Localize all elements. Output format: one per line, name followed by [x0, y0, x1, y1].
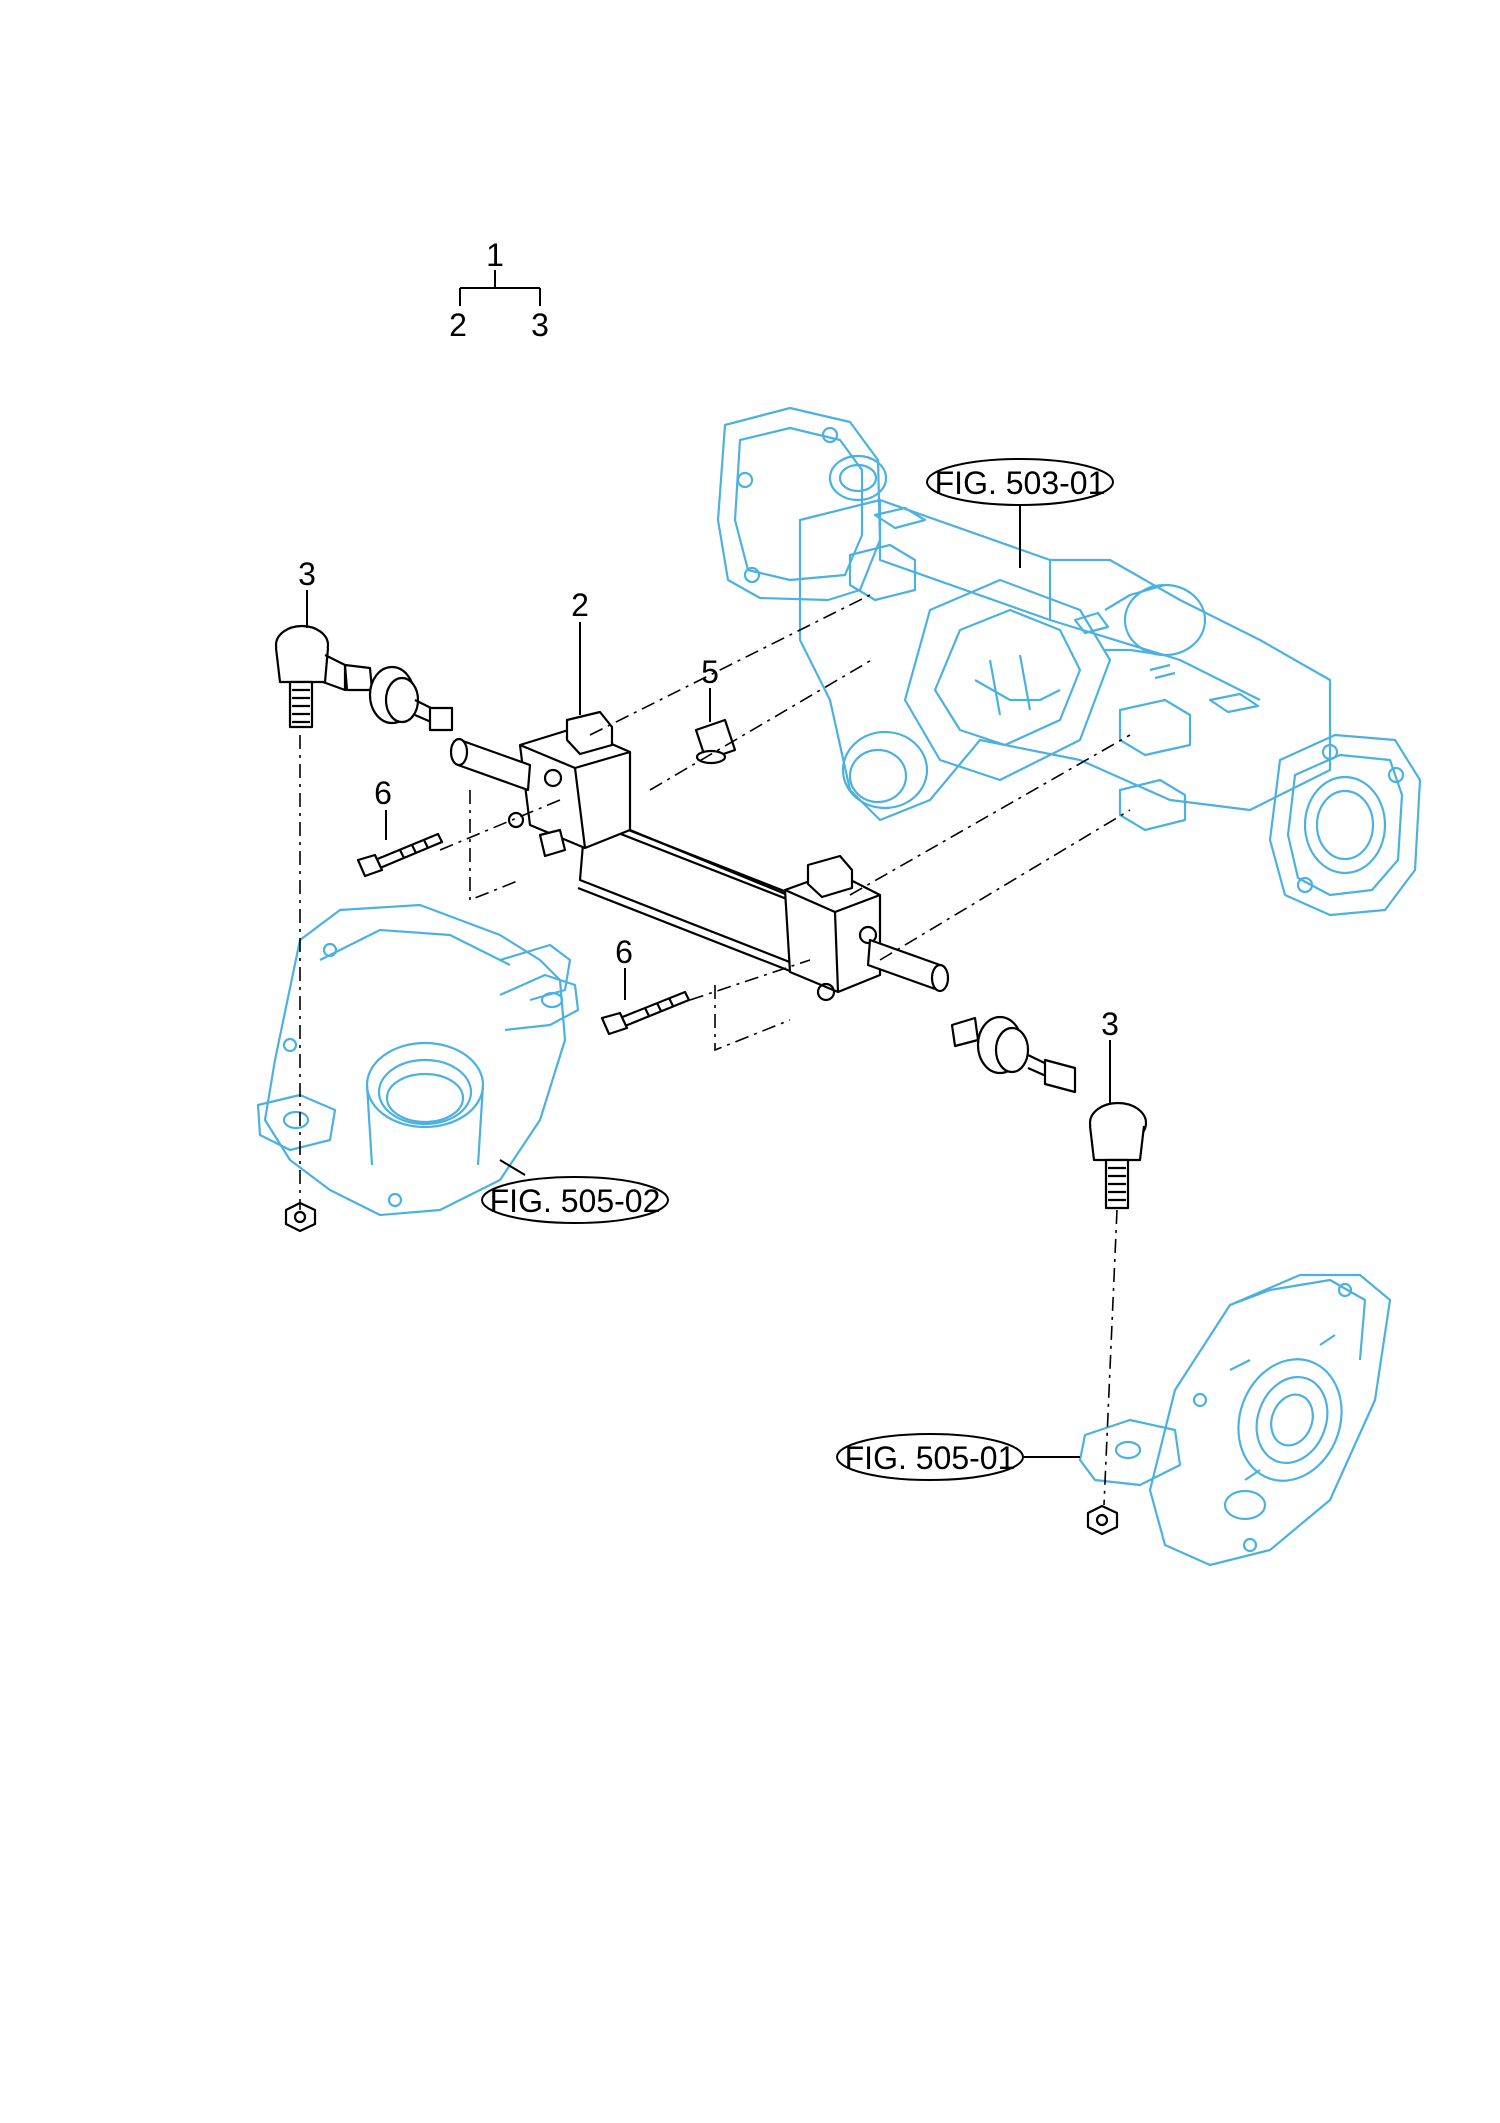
figref-left-knuckle-oval — [481, 1176, 669, 1224]
bolt-6-lower — [600, 990, 691, 1036]
tree-root-label: 1 — [486, 237, 504, 273]
tree-child-label-2: 2 — [449, 307, 467, 343]
left-tie-rod-end — [274, 624, 454, 732]
parts-tree: 1 2 3 — [449, 237, 549, 343]
assembly-dashed-lines — [299, 594, 1131, 1506]
right-knuckle-outline — [1078, 1273, 1392, 1567]
steering-cylinder — [449, 710, 950, 1002]
callout-6-upper: 6 — [374, 775, 392, 811]
callout-labels: 3 2 5 6 6 3 — [298, 556, 1119, 1042]
figref-right-knuckle-oval — [836, 1433, 1024, 1481]
tree-child-label-3: 3 — [531, 307, 549, 343]
left-knuckle-outline — [256, 903, 580, 1217]
bolt-6-upper — [356, 832, 444, 878]
callout-leaders — [306, 505, 1111, 1458]
right-tie-rod-end — [950, 1015, 1148, 1210]
callout-5: 5 — [701, 654, 719, 690]
callout-3-right: 3 — [1101, 1006, 1119, 1042]
nut-right — [1086, 1504, 1119, 1536]
figref-axle-oval — [926, 458, 1114, 506]
pin-5 — [694, 718, 737, 765]
figure-references: FIG. 503-01 FIG. 505-02 FIG. 505-01 — [481, 458, 1114, 1481]
figref-right-knuckle[interactable]: FIG. 505-01 — [845, 1440, 1016, 1476]
figref-left-knuckle[interactable]: FIG. 505-02 — [490, 1183, 661, 1219]
callout-6-lower: 6 — [615, 934, 633, 970]
figref-axle-housing[interactable]: FIG. 503-01 — [935, 465, 1106, 501]
callout-3-left: 3 — [298, 556, 316, 592]
tree-bracket — [459, 270, 541, 306]
callout-2: 2 — [571, 587, 589, 623]
